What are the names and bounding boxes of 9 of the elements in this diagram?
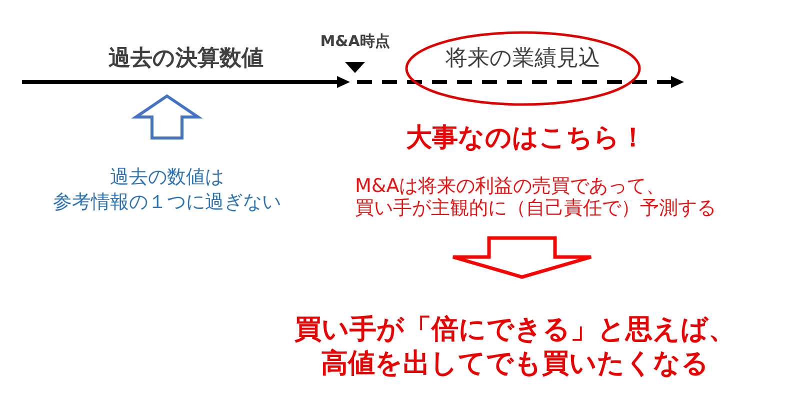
timeline-label: 将来の業績見込 <box>446 45 600 73</box>
timeline-marker-label: M&A時点 <box>320 32 390 50</box>
conclusion-text: 買い手が「倍にできる」と思えば、高値を出してでも買いたくなる <box>294 313 736 381</box>
explanation-text: M&Aは将来の利益の売買であって、買い手が主観的に（自己責任で）予測する <box>355 175 716 219</box>
timeline-label: 過去の決算数値 <box>108 45 264 73</box>
emphasis-heading: 大事なのはこちら！ <box>406 122 646 154</box>
block-arrow <box>131 94 203 140</box>
note-text: 過去の数値は参考情報の１つに過ぎない <box>53 165 281 215</box>
block-arrow <box>451 236 593 279</box>
